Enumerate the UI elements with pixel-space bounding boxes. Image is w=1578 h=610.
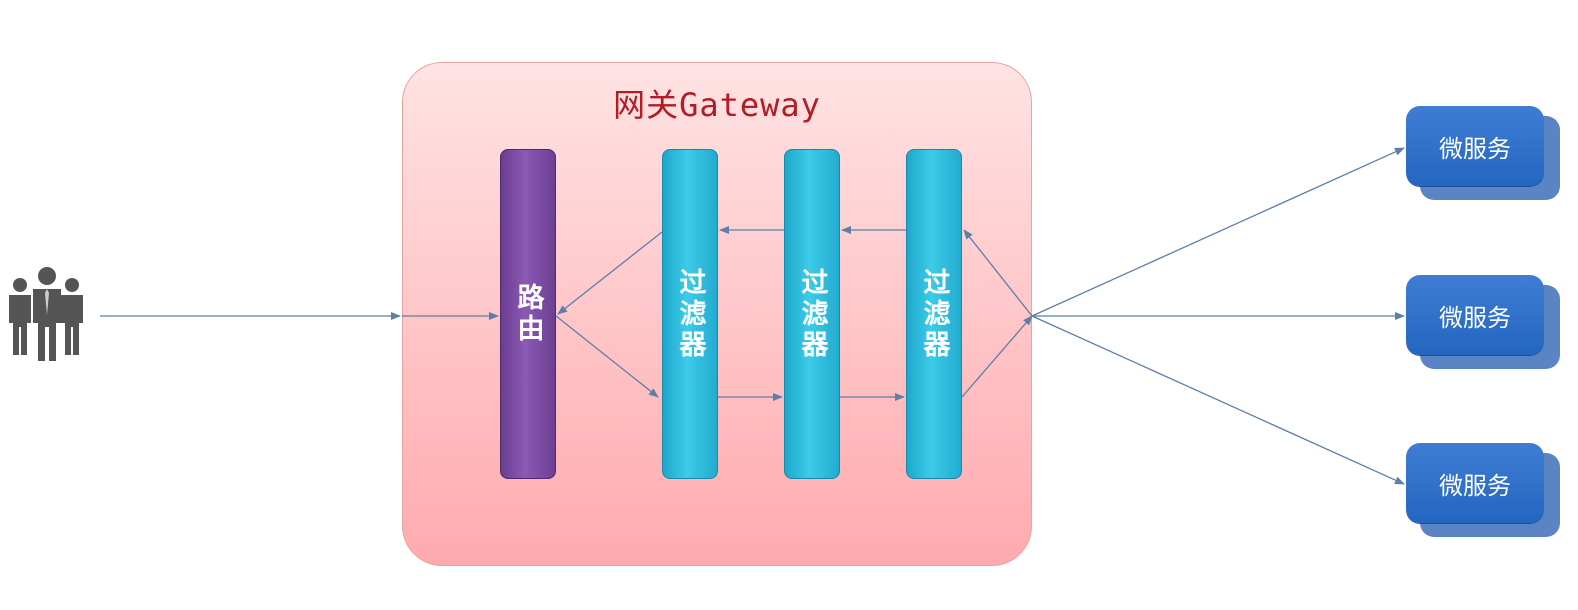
edge-filter3-to-hub	[961, 315, 1033, 398]
microservice-box: 微服务	[1406, 443, 1544, 523]
filter-block-1: 过滤器	[662, 149, 718, 479]
microservice-3: 微服务	[1406, 443, 1560, 537]
users-group-icon	[9, 267, 83, 361]
filter-label-3: 过滤器	[918, 267, 950, 361]
microservice-1: 微服务	[1406, 106, 1560, 200]
filter-label-2: 过滤器	[796, 267, 828, 361]
gateway-title: 网关Gateway	[613, 86, 821, 124]
router-label: 路由	[512, 283, 544, 345]
edge-filter1-to-router	[557, 231, 663, 315]
edge-hub-to-service1	[1031, 147, 1405, 317]
microservice-box: 微服务	[1406, 106, 1544, 186]
edge-hub-to-filter3	[963, 229, 1033, 317]
microservice-box: 微服务	[1406, 275, 1544, 355]
filter-label-1: 过滤器	[674, 267, 706, 361]
edge-router-to-filter1	[555, 315, 659, 398]
microservice-label-2: 微服务	[1439, 303, 1511, 332]
router-block: 路由	[500, 149, 556, 479]
microservice-label-1: 微服务	[1439, 134, 1511, 163]
edge-hub-to-service3	[1031, 315, 1405, 485]
microservice-2: 微服务	[1406, 275, 1560, 369]
filter-block-2: 过滤器	[784, 149, 840, 479]
filter-block-3: 过滤器	[906, 149, 962, 479]
microservice-label-3: 微服务	[1439, 471, 1511, 500]
